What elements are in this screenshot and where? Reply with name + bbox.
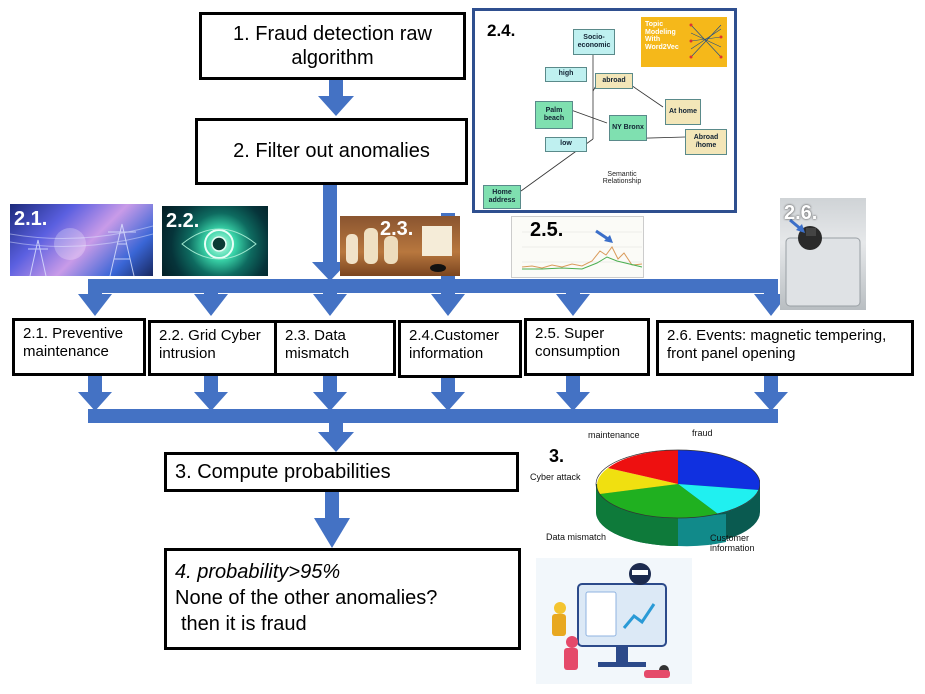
- node-high: high: [545, 67, 587, 82]
- step-2-box: 2. Filter out anomalies: [195, 118, 468, 185]
- step-2-4-text: 2.4.Customer information: [409, 327, 500, 363]
- node-low: low: [545, 137, 587, 152]
- wooden-blocks-icon: [346, 226, 452, 272]
- step-4-line-1: 4. probability>95%: [175, 559, 510, 585]
- step-4-line-3: then it is fraud: [181, 613, 307, 635]
- step-2-3-box: 2.3. Data mismatch: [274, 320, 396, 376]
- photo-2-1-label: 2.1.: [14, 208, 48, 230]
- step-2-1-box: 2.1. Preventive maintenance: [12, 318, 146, 376]
- legend-cyber-attack: Cyber attack: [530, 472, 581, 482]
- node-home-address: Home address: [483, 185, 521, 209]
- photo-power-grid: 2.1.: [10, 204, 153, 276]
- step-2-4-box: 2.4.Customer information: [398, 320, 522, 378]
- book-title: Topic Modeling With Word2Vec: [645, 21, 679, 52]
- semantic-relationship-panel: 2.4. Socio-economic high abroad Palm bea…: [472, 8, 737, 213]
- step-4-line-1-text: 4. probability>95%: [175, 561, 341, 583]
- step-2-2-text: 2.2. Grid Cyber intrusion: [159, 327, 261, 363]
- legend-customer-information: Customer information: [710, 533, 755, 553]
- legend-data-mismatch: Data mismatch: [546, 532, 607, 542]
- node-abroad-home: Abroad /home: [685, 129, 727, 155]
- step-4-box: 4. probability>95% None of the other ano…: [164, 548, 521, 650]
- node-ny-bronx: NY Bronx: [609, 115, 647, 141]
- consumption-graph-icon: [521, 229, 643, 270]
- step-2-2-box: 2.2. Grid Cyber intrusion: [148, 320, 278, 376]
- step-2-text: 2. Filter out anomalies: [233, 140, 430, 163]
- book-cover: Topic Modeling With Word2Vec: [641, 17, 727, 67]
- node-socio-economic: Socio-economic: [573, 29, 615, 55]
- photo-blocks: 2.3.: [340, 216, 460, 276]
- photo-cyber-eye: 2.2.: [162, 206, 268, 276]
- step-1-box: 1. Fraud detection raw algorithm: [199, 12, 466, 80]
- power-tower-icon: [10, 223, 153, 276]
- probability-pie: 3. maintenance fraud Cyber attack Data m…: [530, 428, 760, 556]
- photo-2-4-label: 2.4.: [487, 21, 516, 40]
- photo-consumption-chart: 2.5.: [511, 216, 644, 278]
- node-abroad: abroad: [595, 73, 633, 89]
- photo-2-2-label: 2.2.: [166, 210, 200, 232]
- pie-chart-graphic: [595, 449, 760, 547]
- legend-fraud: fraud: [692, 428, 713, 438]
- step-2-3-text: 2.3. Data mismatch: [285, 327, 350, 363]
- photo-2-3-label: 2.3.: [380, 218, 414, 240]
- node-at-home: At home: [665, 99, 701, 125]
- eye-icon: [181, 228, 257, 260]
- meter-device-icon: [785, 218, 861, 307]
- step-2-1-text: 2.1. Preventive maintenance: [23, 325, 124, 361]
- step-4-line-2: None of the other anomalies?: [175, 587, 438, 609]
- step-1-text: 1. Fraud detection raw algorithm: [233, 22, 432, 69]
- legend-maintenance: maintenance: [588, 430, 640, 440]
- photo-2-5-label: 2.5.: [530, 219, 564, 241]
- step-3-text: 3. Compute probabilities: [175, 460, 391, 483]
- hacker-illustration-icon: [552, 563, 670, 678]
- fraud-illustration: [536, 558, 692, 684]
- step-2-6-box: 2.6. Events: magnetic tempering, front p…: [656, 320, 914, 376]
- photo-2-6-label: 2.6.: [784, 202, 818, 224]
- node-palm-beach: Palm beach: [535, 101, 573, 129]
- step-2-6-text: 2.6. Events: magnetic tempering, front p…: [667, 327, 887, 363]
- step-2-5-box: 2.5. Super consumption: [524, 318, 650, 376]
- network-graphic-icon: [689, 23, 723, 59]
- semantic-caption: Semantic Relationship: [602, 171, 642, 185]
- photo-meter: 2.6.: [780, 198, 866, 310]
- pie-section-label: 3.: [549, 446, 565, 466]
- step-2-5-text: 2.5. Super consumption: [535, 325, 621, 361]
- step-3-box: 3. Compute probabilities: [164, 452, 519, 492]
